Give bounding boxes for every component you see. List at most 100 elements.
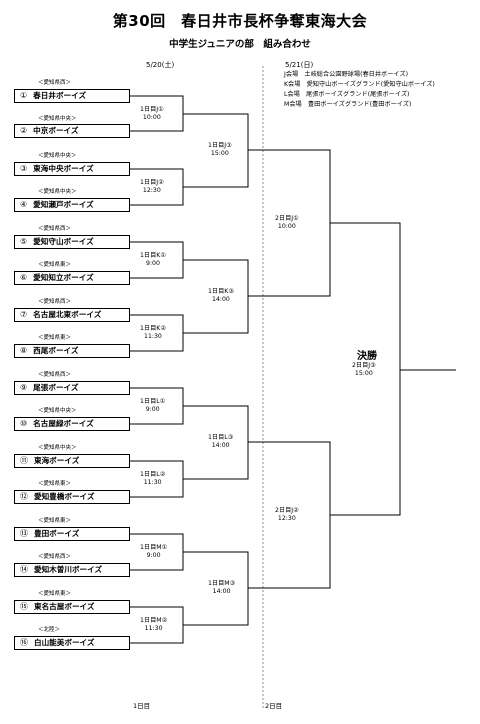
match-time: 14:00 — [212, 588, 231, 595]
team-number: ① — [20, 91, 28, 100]
match-label: 1日目M② — [140, 617, 168, 624]
team-box-9: ⑨ 尾張ボーイズ — [14, 381, 130, 395]
team-name: 名古屋緑ボーイズ — [33, 419, 94, 428]
team-number: ⑮ — [20, 602, 28, 611]
match-label: 1日目K① — [140, 252, 166, 259]
final-title: 決勝 — [357, 351, 377, 362]
team-region: ＜愛知県西＞ — [38, 80, 72, 86]
team-name: 東海中央ボーイズ — [33, 164, 94, 173]
bracket-final — [330, 222, 401, 516]
team-region: ＜愛知県中央＞ — [38, 408, 77, 414]
team-number: ⑯ — [20, 638, 28, 647]
team-box-1: ① 春日井ボーイズ — [14, 89, 130, 103]
team-region: ＜愛知県西＞ — [38, 554, 72, 560]
team-name: 東名古屋ボーイズ — [34, 602, 95, 611]
team-name: 尾張ボーイズ — [33, 383, 79, 392]
team-name: 西尾ボーイズ — [33, 346, 79, 355]
team-region: ＜愛知県東＞ — [38, 262, 72, 268]
venue-l: L会場 尾張ボーイズグランド(尾張ボーイズ) — [284, 91, 410, 98]
team-region: ＜愛知県西＞ — [38, 372, 72, 378]
team-name: 東海ボーイズ — [34, 456, 80, 465]
match-time: 15:00 — [210, 150, 229, 157]
page-subtitle: 中学生ジュニアの部 組み合わせ — [169, 39, 311, 50]
match-time: 14:00 — [212, 296, 230, 303]
match-time: 12:30 — [142, 187, 161, 194]
team-number: ⑨ — [20, 383, 28, 392]
team-box-2: ② 中京ボーイズ — [14, 124, 130, 138]
venue-j: J会場 土岐総合公園野球場(春日井ボーイズ) — [284, 71, 409, 78]
page-title: 第30回 春日井市長杯争奪東海大会 — [112, 12, 368, 30]
match-time: 9:00 — [146, 260, 160, 267]
team-name: 愛知木曽川ボーイズ — [34, 565, 103, 574]
team-name: 愛知守山ボーイズ — [33, 237, 94, 246]
match-time: 12:30 — [277, 515, 296, 522]
team-number: ⑬ — [20, 529, 28, 538]
match-time: 11:30 — [143, 479, 162, 486]
team-name: 中京ボーイズ — [33, 126, 79, 135]
team-number: ⑩ — [20, 419, 28, 428]
team-name: 名古屋北東ボーイズ — [33, 310, 102, 319]
match-time: 10:00 — [277, 223, 296, 230]
match-label: 1日目J① — [140, 106, 164, 113]
team-region: ＜愛知県東＞ — [38, 591, 72, 597]
team-region: ＜愛知県中央＞ — [38, 445, 77, 451]
match-label: 1日目J② — [140, 179, 164, 186]
match-label: 1日目L① — [140, 398, 166, 405]
match-time: 14:00 — [211, 442, 230, 449]
team-region: ＜愛知県東＞ — [38, 481, 72, 487]
match-time: 11:30 — [144, 333, 162, 340]
team-name: 春日井ボーイズ — [33, 91, 87, 100]
team-region: ＜愛知県中央＞ — [38, 116, 77, 122]
team-number: ⑫ — [20, 492, 28, 501]
team-number: ⑧ — [20, 346, 28, 355]
match-time: 10:00 — [142, 114, 161, 121]
team-region: ＜北陸＞ — [38, 627, 61, 633]
match-label: 2日目J③ — [352, 362, 376, 369]
match-label: 2日目J① — [275, 215, 299, 222]
team-number: ④ — [20, 200, 28, 209]
match-label: 1日目J③ — [208, 142, 232, 149]
footer-day1: 1日目 — [133, 702, 151, 710]
venue-m: M会場 豊田ボーイズグランド(豊田ボーイズ) — [284, 101, 412, 108]
team-region: ＜愛知県西＞ — [38, 226, 72, 232]
match-label: 1日目L② — [140, 471, 166, 478]
match-time: 9:00 — [145, 406, 160, 413]
team-name: 愛知知立ボーイズ — [33, 273, 94, 282]
match-label: 2日目J② — [275, 507, 299, 514]
venue-list: J会場 土岐総合公園野球場(春日井ボーイズ) K会場 愛知守山ボーイズグランド(… — [284, 70, 435, 110]
match-time: 11:30 — [144, 625, 163, 632]
match-label: 1日目K③ — [208, 288, 234, 295]
team-number: ② — [20, 126, 28, 135]
match-time: 15:00 — [354, 370, 373, 377]
footer-day2: 2日目 — [265, 702, 283, 710]
team-region: ＜愛知県西＞ — [38, 299, 72, 305]
team-region: ＜愛知県中央＞ — [38, 189, 77, 195]
team-region: ＜愛知県中央＞ — [38, 153, 77, 159]
team-box-10: ⑩ 名古屋緑ボーイズ — [14, 417, 130, 431]
team-number: ⑭ — [20, 565, 28, 574]
team-number: ⑪ — [20, 456, 28, 465]
team-name: 白山能美ボーイズ — [34, 638, 95, 647]
team-box-11: ⑪ 東海ボーイズ — [14, 454, 130, 468]
match-label: 1日目L③ — [208, 434, 234, 441]
